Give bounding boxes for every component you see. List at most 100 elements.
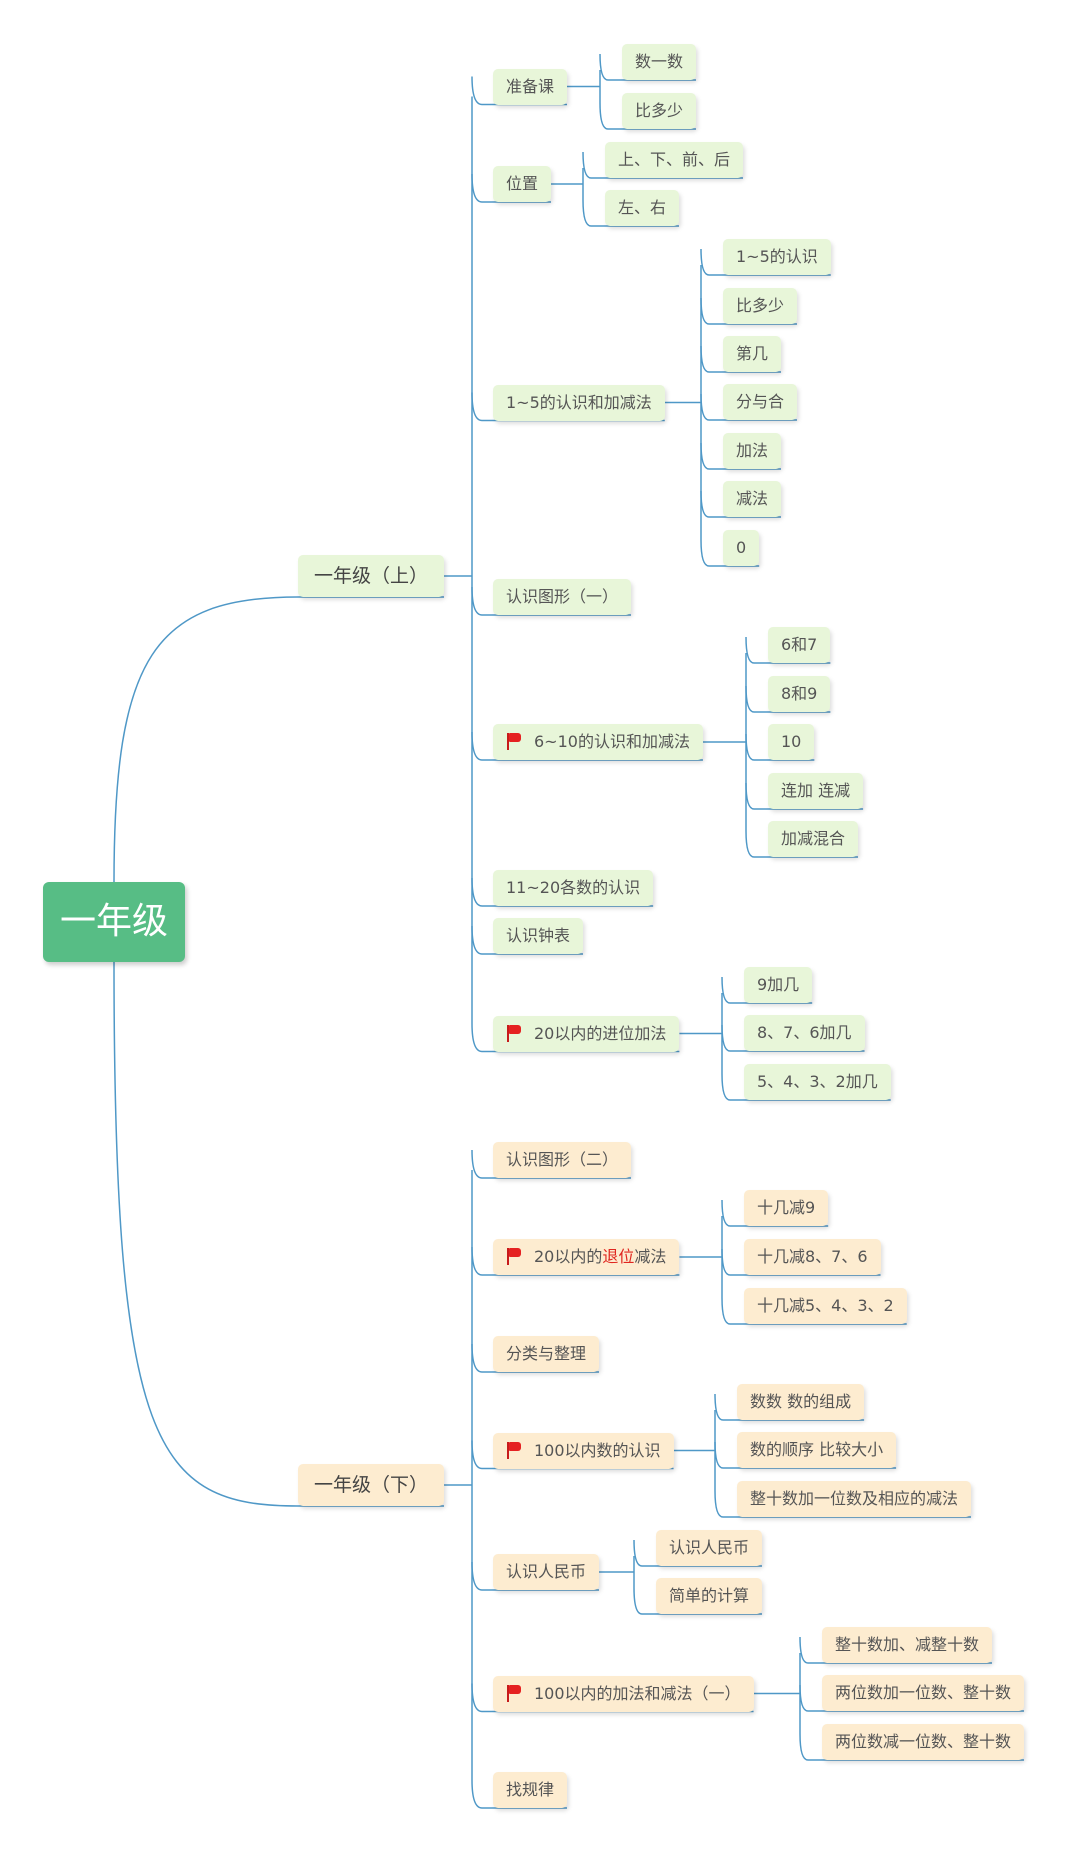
node-text: 8、7、6加几 <box>757 1023 852 1042</box>
branch-node[interactable]: 一年级（下） <box>298 1464 445 1506</box>
topic-node[interactable]: 20以内的退位减法 <box>493 1239 680 1275</box>
root-connector <box>113 596 299 883</box>
leaf-node[interactable]: 整十数加、减整十数 <box>822 1627 993 1663</box>
leaf-node[interactable]: 8、7、6加几 <box>744 1015 865 1051</box>
red-flag-icon <box>506 1024 522 1042</box>
leaf-node[interactable]: 简单的计算 <box>656 1578 763 1614</box>
leaf-connector <box>700 297 798 325</box>
topic-node[interactable]: 分类与整理 <box>493 1336 600 1372</box>
node-text: 第几 <box>736 344 769 363</box>
node-text: 加法 <box>736 441 769 460</box>
topic-node[interactable]: 准备课 <box>493 68 568 105</box>
topic-node[interactable]: 认识图形（二） <box>493 1142 632 1178</box>
node-text: 十几减8、7、6 <box>757 1247 868 1266</box>
red-flag-icon <box>506 732 522 750</box>
topic-node[interactable]: 6~10的认识和加减法 <box>493 724 703 760</box>
node-text: 数数 数的组成 <box>750 1392 852 1411</box>
highlight-text: 退位 <box>602 1247 635 1266</box>
leaf-connector <box>582 151 744 179</box>
topic-connector <box>471 877 493 907</box>
leaf-connector <box>700 345 782 373</box>
topic-node[interactable]: 认识钟表 <box>493 918 584 954</box>
topic-node[interactable]: 认识图形（一） <box>493 579 632 615</box>
root-node[interactable]: 一年级 <box>43 882 185 962</box>
leaf-node[interactable]: 6和7 <box>768 627 831 663</box>
leaf-connector <box>714 1393 865 1421</box>
leaf-connector <box>721 1073 891 1101</box>
leaf-connector <box>714 1490 972 1518</box>
node-text: 减法 <box>634 1247 667 1266</box>
node-text: 认识人民币 <box>506 1562 587 1581</box>
topic-node[interactable]: 1~5的认识和加减法 <box>493 384 665 421</box>
leaf-node[interactable]: 1~5的认识 <box>723 239 831 275</box>
leaf-node[interactable]: 十几减5、4、3、2 <box>744 1288 907 1324</box>
node-text: 分类与整理 <box>506 1344 587 1363</box>
leaf-node[interactable]: 连加 连减 <box>768 773 864 809</box>
leaf-node[interactable]: 两位数减一位数、整十数 <box>822 1724 1025 1760</box>
leaf-node[interactable]: 数的顺序 比较大小 <box>737 1432 897 1468</box>
leaf-node[interactable]: 加法 <box>723 433 782 469</box>
node-text: 9加几 <box>757 975 800 994</box>
node-text: 数一数 <box>635 52 684 71</box>
node-text: 一年级（上） <box>314 565 429 587</box>
leaf-connector <box>721 1297 907 1325</box>
topic-node[interactable]: 位置 <box>493 166 552 202</box>
leaf-node[interactable]: 0 <box>723 530 760 566</box>
leaf-node[interactable]: 10 <box>768 724 815 760</box>
branch-node[interactable]: 一年级（上） <box>298 555 445 597</box>
red-flag-icon <box>506 1441 522 1459</box>
leaf-connector <box>700 490 782 518</box>
node-text: 100以内的加法和减法（一） <box>534 1683 741 1703</box>
topic-connector <box>471 925 493 955</box>
leaf-connector <box>700 248 831 276</box>
node-text: 上、下、前、后 <box>618 150 731 169</box>
node-text: 位置 <box>506 174 539 193</box>
topic-connector <box>471 1343 493 1373</box>
topic-node[interactable]: 20以内的进位加法 <box>493 1015 680 1052</box>
leaf-connector <box>599 53 697 81</box>
leaf-node[interactable]: 第几 <box>723 336 782 372</box>
node-text: 20以内的进位加法 <box>534 1023 667 1043</box>
node-text: 认识图形（二） <box>506 1150 619 1169</box>
leaf-node[interactable]: 5、4、3、2加几 <box>744 1064 891 1100</box>
topic-node[interactable]: 认识人民币 <box>493 1554 600 1590</box>
node-text: 6和7 <box>781 635 818 654</box>
leaf-node[interactable]: 上、下、前、后 <box>605 142 744 178</box>
node-text: 分与合 <box>736 392 785 411</box>
node-text: 整十数加一位数及相应的减法 <box>750 1489 959 1508</box>
leaf-node[interactable]: 减法 <box>723 481 782 517</box>
leaf-connector <box>745 636 831 664</box>
leaf-node[interactable]: 左、右 <box>605 190 680 226</box>
leaf-node[interactable]: 比多少 <box>622 93 697 129</box>
node-text: 左、右 <box>618 198 667 217</box>
leaf-node[interactable]: 8和9 <box>768 676 831 712</box>
topic-connector <box>471 1023 493 1053</box>
topic-connector <box>471 1779 493 1809</box>
leaf-node[interactable]: 整十数加一位数及相应的减法 <box>737 1481 972 1517</box>
leaf-node[interactable]: 数一数 <box>622 44 697 80</box>
node-text: 100以内数的认识 <box>534 1440 661 1460</box>
topic-node[interactable]: 找规律 <box>493 1772 568 1808</box>
leaf-node[interactable]: 十几减9 <box>744 1190 829 1226</box>
topic-connector <box>471 1561 493 1591</box>
leaf-connector <box>721 1199 829 1227</box>
node-text: 两位数加一位数、整十数 <box>835 1683 1012 1702</box>
node-text: 20以内的 <box>534 1247 603 1266</box>
leaf-node[interactable]: 十几减8、7、6 <box>744 1239 881 1275</box>
leaf-connector <box>721 976 813 1004</box>
topic-node[interactable]: 11~20各数的认识 <box>493 870 654 906</box>
leaf-connector <box>745 685 831 713</box>
leaf-node[interactable]: 9加几 <box>744 967 813 1003</box>
leaf-node[interactable]: 分与合 <box>723 384 798 420</box>
leaf-node[interactable]: 两位数加一位数、整十数 <box>822 1675 1025 1711</box>
topic-node[interactable]: 100以内的加法和减法（一） <box>493 1675 754 1712</box>
leaf-node[interactable]: 认识人民币 <box>656 1530 763 1566</box>
leaf-node[interactable]: 数数 数的组成 <box>737 1384 865 1420</box>
leaf-node[interactable]: 比多少 <box>723 288 798 324</box>
leaf-node[interactable]: 加减混合 <box>768 821 859 857</box>
node-text: 连加 连减 <box>781 781 851 800</box>
topic-node[interactable]: 100以内数的认识 <box>493 1432 674 1469</box>
leaf-connector <box>799 1684 1025 1712</box>
leaf-connector <box>721 1248 881 1276</box>
node-text: 准备课 <box>506 76 555 96</box>
